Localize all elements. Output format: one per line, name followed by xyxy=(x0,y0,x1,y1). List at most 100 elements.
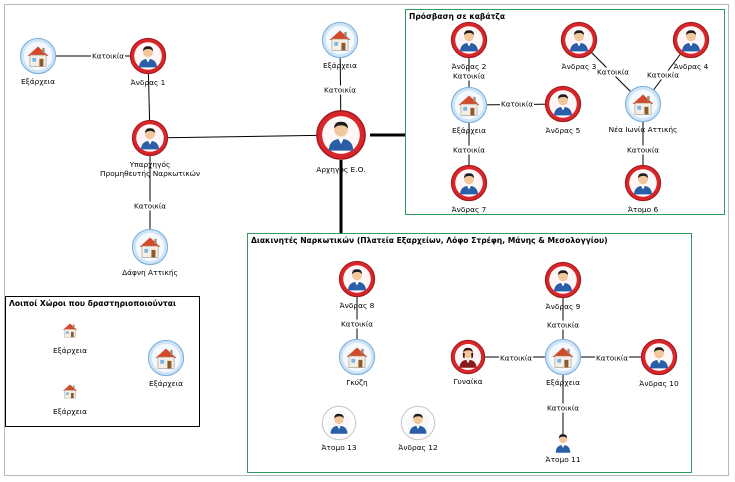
person-icon xyxy=(560,21,598,59)
edge-label: Κατοικία xyxy=(132,201,168,211)
person-icon xyxy=(672,21,710,59)
person-icon xyxy=(131,119,169,157)
node-archigos[interactable] xyxy=(315,109,367,161)
person-icon xyxy=(321,405,357,441)
node-label: Γυναίκα xyxy=(453,377,483,386)
house-icon xyxy=(321,21,359,59)
node-label: Εξάρχεια xyxy=(149,379,183,388)
house-icon xyxy=(450,86,488,124)
node-label: Άνδρας 8 xyxy=(339,301,375,310)
edge-label: Κατοικία xyxy=(594,353,630,363)
person-icon xyxy=(544,85,582,123)
node-andras2[interactable] xyxy=(450,21,488,59)
node-andras4[interactable] xyxy=(672,21,710,59)
node-label: Άνδρας 5 xyxy=(545,126,581,135)
node-andras5[interactable] xyxy=(544,85,582,123)
node-andras1[interactable] xyxy=(129,37,167,75)
node-label: Άτομο 11 xyxy=(545,455,581,464)
node-label: Άνδρας 9 xyxy=(545,302,581,311)
edge-label: Κατοικία xyxy=(451,71,487,81)
node-atomo11[interactable] xyxy=(551,430,575,454)
node-label: Εξάρχεια xyxy=(21,77,55,86)
edge-label: Κατοικία xyxy=(645,70,681,80)
node-andras8[interactable] xyxy=(338,260,376,298)
node-andras9[interactable] xyxy=(544,261,582,299)
edge-label: Κατοικία xyxy=(339,319,375,329)
house-icon xyxy=(131,228,169,266)
house-icon xyxy=(544,338,582,376)
person-icon xyxy=(338,260,376,298)
person-icon xyxy=(544,261,582,299)
edge-label: Κατοικία xyxy=(545,320,581,330)
person-icon xyxy=(640,338,678,376)
node-label: Άνδρας 7 xyxy=(451,205,487,214)
node-label: Άνδρας 12 xyxy=(398,443,438,452)
node-exarcheia_k[interactable] xyxy=(450,86,488,124)
house-icon xyxy=(147,339,185,377)
group-diakinites: Διακινητές Ναρκωτικών (Πλατεία Εξαρχείων… xyxy=(247,233,692,473)
edge-label: Κατοικία xyxy=(625,145,661,155)
group-kavatza: Πρόσβαση σε καβάτζα xyxy=(405,9,725,215)
node-atomo13[interactable] xyxy=(321,405,357,441)
node-label: Αρχηγός Ε.Ο. xyxy=(316,165,366,174)
node-ypaxnikos[interactable] xyxy=(131,119,169,157)
edge-label: Κατοικία xyxy=(90,51,126,61)
edge-ypaxnikos-archigos xyxy=(149,134,342,139)
node-label: Άτομο 6 xyxy=(627,205,659,214)
node-label: Άνδρας 1 xyxy=(130,78,166,87)
person-icon xyxy=(316,110,366,160)
node-exarcheia_l2[interactable] xyxy=(147,339,185,377)
node-label: Άνδρας 4 xyxy=(673,62,709,71)
node-label: Νέα Ιωνία Αττικής xyxy=(608,125,678,134)
node-exarcheia_top[interactable] xyxy=(321,21,359,59)
node-nea_ionia[interactable] xyxy=(624,85,662,123)
group-title: Πρόσβαση σε καβάτζα xyxy=(409,12,506,21)
node-label: Εξάρχεια xyxy=(546,378,580,387)
node-exarcheia_a[interactable] xyxy=(19,37,57,75)
person-icon xyxy=(624,164,662,202)
canvas-frame xyxy=(4,4,729,476)
node-label: Άνδρας 2 xyxy=(451,62,487,71)
node-label: Εξάρχεια xyxy=(53,346,87,355)
group-title: Διακινητές Ναρκωτικών (Πλατεία Εξαρχείων… xyxy=(251,236,608,245)
node-dafni[interactable] xyxy=(131,228,169,266)
node-andras10[interactable] xyxy=(640,338,678,376)
person-icon xyxy=(400,405,436,441)
person-icon xyxy=(450,164,488,202)
house-icon xyxy=(62,384,78,399)
node-exarcheia_d[interactable] xyxy=(544,338,582,376)
edge-label: Κατοικία xyxy=(499,99,535,109)
person-icon xyxy=(555,434,571,453)
node-label: Εξάρχεια xyxy=(452,126,486,135)
node-label: Γκύζη xyxy=(346,378,368,387)
node-label: Υπαρχηγός Προμηθευτής Ναρκωτικών xyxy=(99,160,201,178)
person-icon xyxy=(450,339,486,375)
node-gynaika[interactable] xyxy=(450,339,486,375)
node-andras3[interactable] xyxy=(560,21,598,59)
node-label: Άνδρας 10 xyxy=(639,379,679,388)
node-label: Δάφνη Αττικής xyxy=(122,268,178,277)
house-icon xyxy=(62,323,78,338)
node-label: Εξάρχεια xyxy=(323,61,357,70)
house-icon xyxy=(19,37,57,75)
node-label: Εξάρχεια xyxy=(53,407,87,416)
edge-label: Κατοικία xyxy=(451,145,487,155)
node-atomo6[interactable] xyxy=(624,164,662,202)
person-icon xyxy=(450,21,488,59)
node-label: Άνδρας 3 xyxy=(561,62,597,71)
node-gkyzi[interactable] xyxy=(338,338,376,376)
node-exarcheia_l1[interactable] xyxy=(57,317,83,343)
person-icon xyxy=(129,37,167,75)
node-label: Άτομο 13 xyxy=(321,443,357,452)
house-icon xyxy=(624,85,662,123)
edge-label: Κατοικία xyxy=(545,403,581,413)
edge-label: Κατοικία xyxy=(595,67,631,77)
node-exarcheia_l3[interactable] xyxy=(57,378,83,404)
node-andras12[interactable] xyxy=(400,405,436,441)
group-loipoi: Λοιποί Χώροι που δραστηριοποιούνται xyxy=(5,296,200,427)
edge-label: Κατοικία xyxy=(322,85,358,95)
edge-label: Κατοικία xyxy=(498,353,534,363)
group-title: Λοιποί Χώροι που δραστηριοποιούνται xyxy=(9,299,176,308)
house-icon xyxy=(338,338,376,376)
node-andras7[interactable] xyxy=(450,164,488,202)
